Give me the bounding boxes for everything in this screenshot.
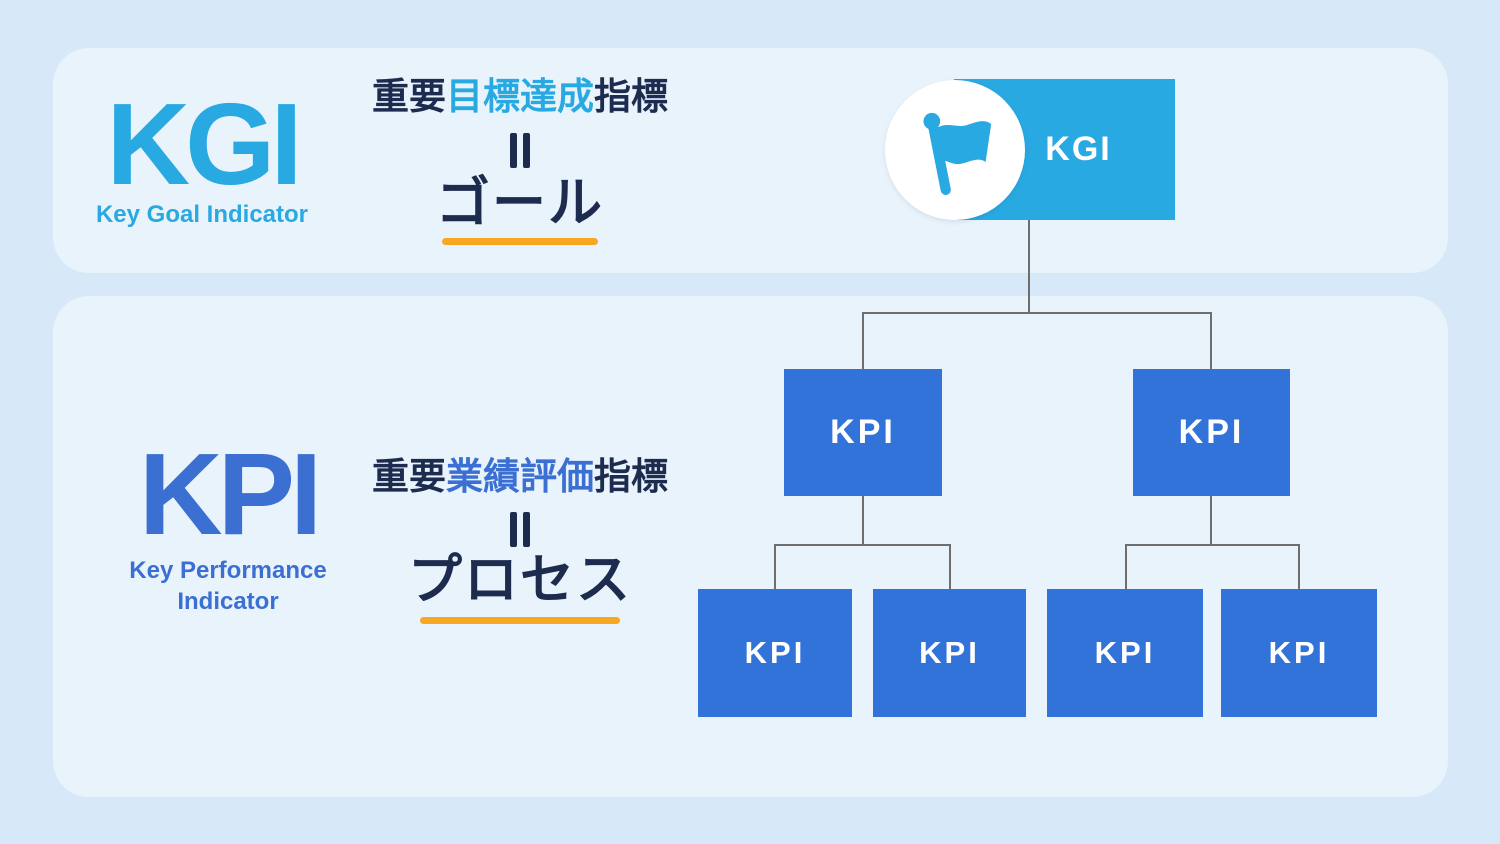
kpi-result-underline [420,617,620,624]
equals-rotated-icon [360,132,680,168]
connector-leaf3-stub [1125,544,1127,590]
kgi-root-node-label: KGI [1045,130,1112,168]
kpi-node-label: KPI [1178,413,1245,451]
kpi-heading-suffix: 指標 [594,456,668,497]
connector-leaf1-stub [774,544,776,590]
kpi-node-label: KPI [1094,635,1156,670]
connector-mid1-stub [862,312,864,370]
connector-level2-right-horizontal [1125,544,1300,546]
kpi-node: KPI [784,369,942,496]
kpi-node-label: KPI [919,635,980,670]
kpi-heading-prefix: 重要 [372,456,446,497]
kgi-result-underline [442,238,598,245]
kpi-leaf-node: KPI [698,589,852,717]
kgi-panel [53,48,1448,273]
kgi-heading-highlight: 目標達成 [446,76,594,117]
equals-bar [510,132,517,168]
kpi-node-label: KPI [1268,635,1330,670]
kgi-full-name: Key Goal Indicator [95,201,309,228]
equals-bar [523,511,530,547]
kgi-heading-suffix: 指標 [594,76,668,117]
kpi-leaf-node: KPI [873,589,1026,717]
kpi-leaf-node: KPI [1047,589,1203,717]
equals-bar [510,511,517,547]
connector-level2-left-horizontal [774,544,951,546]
kgi-root-node-badge [885,80,1025,220]
kpi-result-word: プロセス [408,550,632,610]
connector-mid1-vertical [862,496,864,546]
kpi-full-name-line1: Key Performance [129,557,327,584]
kpi-abbreviation: KPI [138,429,322,559]
kgi-heading-prefix: 重要 [372,76,446,117]
kpi-node-label: KPI [744,635,806,670]
kpi-leaf-node: KPI [1221,589,1377,717]
equals-rotated-icon [360,511,680,547]
connector-level1-horizontal [862,312,1212,314]
kpi-full-name: Key Performance Indicator [68,555,388,617]
flag-icon [923,112,992,195]
kgi-japanese-heading: 重要目標達成指標 [360,77,680,117]
kpi-node: KPI [1133,369,1290,496]
kpi-heading-highlight: 業績評価 [446,456,594,497]
kgi-abbreviation: KGI [106,79,302,209]
kpi-japanese-heading: 重要業績評価指標 [360,457,680,497]
kpi-full-name-line2: Indicator [177,588,279,615]
kpi-node-label: KPI [830,413,896,451]
equals-bar [523,132,530,168]
kgi-result-word: ゴール [436,173,604,233]
connector-leaf2-stub [949,544,951,590]
connector-mid2-vertical [1210,496,1212,546]
connector-root-vertical [1028,220,1030,314]
connector-leaf4-stub [1298,544,1300,590]
connector-mid2-stub [1210,312,1212,370]
